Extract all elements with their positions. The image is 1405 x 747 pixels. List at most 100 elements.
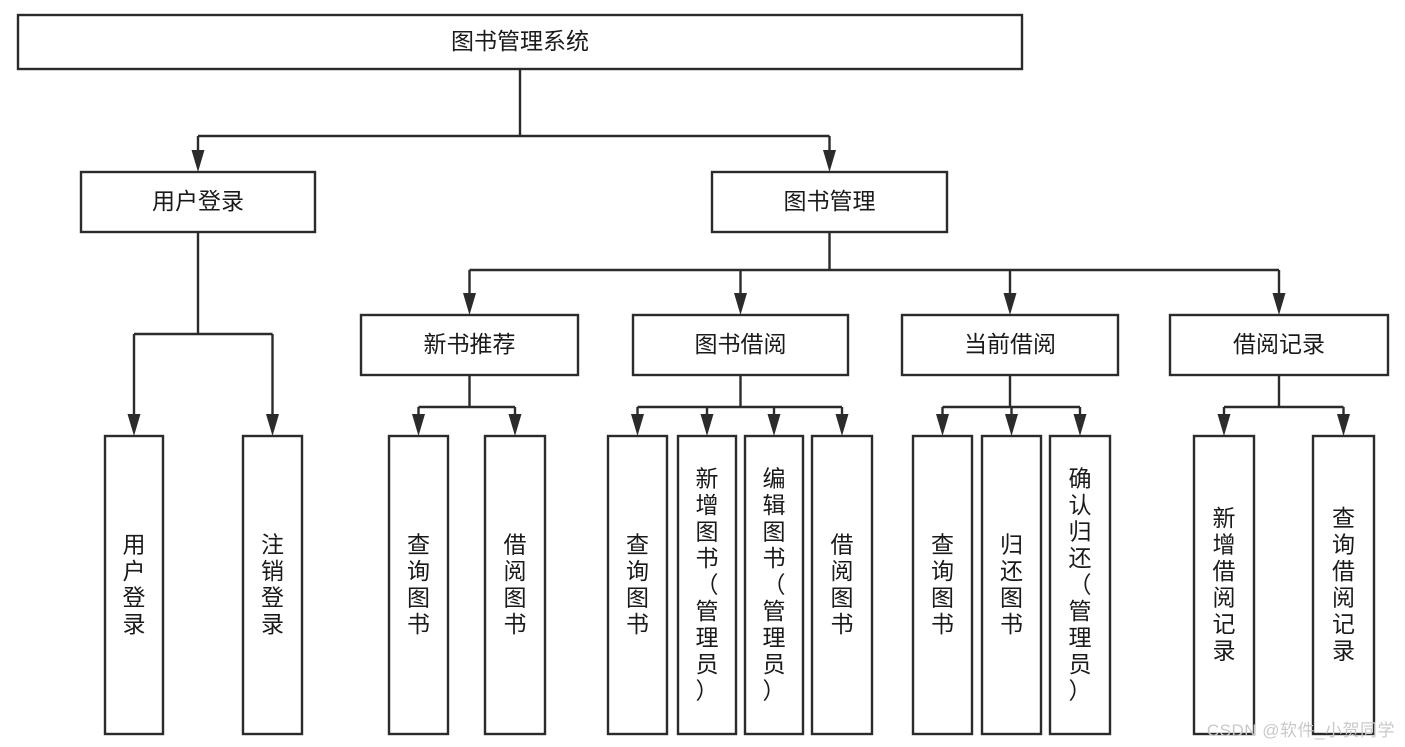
node-box-leaf-query-book-recommend[interactable]: [387, 434, 450, 736]
node-leaf-add-borrow-record[interactable]: 新增借阅记录: [1192, 434, 1256, 736]
node-box-leaf-borrow-book-recommend[interactable]: [483, 434, 547, 736]
arrow-head-icon: [1073, 414, 1087, 436]
node-leaf-edit-book-admin[interactable]: 编辑图书（管理员）: [743, 434, 805, 736]
node-label-root: 图书管理系统: [451, 28, 589, 54]
node-label-leaf-borrow-book-recommend: 借阅图书: [504, 532, 527, 638]
node-current-borrow[interactable]: 当前借阅: [900, 313, 1120, 377]
node-box-current-borrow[interactable]: [900, 313, 1120, 377]
label-char: 增: [696, 492, 719, 518]
arrow-head-icon: [700, 414, 714, 436]
label-char: 管: [1069, 598, 1092, 624]
node-label-leaf-confirm-return-admin: 确认归还（管理员）: [1069, 465, 1092, 703]
node-box-leaf-edit-book-admin[interactable]: [743, 434, 805, 736]
label-char: 询: [626, 558, 649, 584]
node-box-leaf-borrow-book[interactable]: [810, 434, 874, 736]
label-char: 书: [763, 545, 786, 571]
label-char: 员: [1069, 651, 1092, 677]
node-leaf-query-borrow-record[interactable]: 查询借阅记录: [1311, 434, 1376, 736]
connector-group-user-login: [127, 232, 279, 436]
node-box-book-borrow[interactable]: [631, 313, 850, 377]
node-root[interactable]: 图书管理系统: [16, 13, 1024, 71]
node-leaf-add-book-admin[interactable]: 新增图书（管理员）: [676, 434, 738, 736]
node-box-borrow-record[interactable]: [1168, 313, 1390, 377]
node-box-leaf-query-book-current[interactable]: [911, 434, 974, 736]
label-char: 阅: [831, 558, 854, 584]
node-label-leaf-user-login: 用户登录: [123, 532, 146, 638]
label-char: 辑: [763, 492, 786, 518]
label-char: 归: [1069, 518, 1092, 544]
label-char: 用: [123, 532, 146, 558]
node-borrow-record[interactable]: 借阅记录: [1168, 313, 1390, 377]
connector-group-book-manage: [463, 232, 1286, 315]
label-char: 理: [1069, 624, 1092, 650]
label-char: 销: [261, 558, 284, 584]
node-box-user-login[interactable]: [79, 170, 317, 234]
label-char: 图: [626, 585, 649, 611]
node-label-leaf-query-book-current: 查询图书: [931, 532, 954, 638]
label-char: 登: [123, 585, 146, 611]
label-char: 借: [1213, 558, 1236, 584]
node-box-book-manage[interactable]: [710, 170, 949, 234]
arrow-head-icon: [734, 293, 747, 315]
node-user-login[interactable]: 用户登录: [79, 170, 317, 234]
arrow-head-icon: [412, 414, 425, 436]
node-box-leaf-user-login[interactable]: [103, 434, 165, 736]
label-char: 新: [696, 465, 719, 491]
node-box-leaf-add-borrow-record[interactable]: [1192, 434, 1256, 736]
arrow-head-icon: [767, 414, 781, 436]
label-char: 员: [763, 651, 786, 677]
label-char: 理: [763, 624, 786, 650]
node-box-leaf-query-book-borrow[interactable]: [606, 434, 669, 736]
arrow-head-icon: [1272, 293, 1286, 315]
node-label-leaf-return-book: 归还图书: [1000, 532, 1023, 638]
node-box-leaf-confirm-return-admin[interactable]: [1048, 434, 1112, 736]
arrow-head-icon: [631, 414, 644, 436]
node-new-book-recommend[interactable]: 新书推荐: [359, 313, 580, 377]
node-box-leaf-return-book[interactable]: [980, 434, 1043, 736]
label-char: ）: [696, 677, 719, 703]
label-char: 书: [626, 611, 649, 637]
connector-group-book-borrow: [631, 375, 849, 436]
label-char: 书: [407, 611, 430, 637]
label-char: 编: [763, 465, 786, 491]
node-box-leaf-add-book-admin[interactable]: [676, 434, 738, 736]
node-label-leaf-edit-book-admin: 编辑图书（管理员）: [763, 465, 786, 703]
node-leaf-borrow-book-recommend[interactable]: 借阅图书: [483, 434, 547, 736]
node-leaf-query-book-borrow[interactable]: 查询图书: [606, 434, 669, 736]
node-leaf-confirm-return-admin[interactable]: 确认归还（管理员）: [1048, 434, 1112, 736]
node-book-borrow[interactable]: 图书借阅: [631, 313, 850, 377]
connector-group-new-book-recommend: [412, 375, 522, 436]
label-char: 图: [1000, 585, 1023, 611]
label-char: 书: [1000, 611, 1023, 637]
node-layer: 图书管理系统用户登录图书管理新书推荐图书借阅当前借阅借阅记录用户登录注销登录查询…: [16, 13, 1390, 736]
label-char: ）: [763, 677, 786, 703]
node-box-root[interactable]: [16, 13, 1024, 71]
node-box-leaf-query-borrow-record[interactable]: [1311, 434, 1376, 736]
arrow-head-icon: [823, 150, 836, 172]
label-char: 书: [696, 545, 719, 571]
arrow-head-icon: [835, 414, 849, 436]
node-leaf-logout-login[interactable]: 注销登录: [241, 434, 304, 736]
node-label-new-book-recommend: 新书推荐: [424, 331, 516, 357]
label-char: 还: [1069, 545, 1092, 571]
node-leaf-query-book-current[interactable]: 查询图书: [911, 434, 974, 736]
arrow-head-icon: [1217, 414, 1231, 436]
node-leaf-user-login[interactable]: 用户登录: [103, 434, 165, 736]
node-leaf-borrow-book[interactable]: 借阅图书: [810, 434, 874, 736]
label-char: （: [1069, 571, 1092, 597]
label-char: 书: [831, 611, 854, 637]
node-box-leaf-logout-login[interactable]: [241, 434, 304, 736]
node-label-leaf-borrow-book: 借阅图书: [831, 532, 854, 638]
node-leaf-return-book[interactable]: 归还图书: [980, 434, 1043, 736]
node-box-new-book-recommend[interactable]: [359, 313, 580, 377]
label-char: 图: [407, 585, 430, 611]
node-leaf-query-book-recommend[interactable]: 查询图书: [387, 434, 450, 736]
label-char: 图: [504, 585, 527, 611]
label-char: 录: [1332, 638, 1355, 664]
arrow-head-icon: [191, 150, 205, 172]
label-char: 理: [696, 624, 719, 650]
node-label-leaf-logout-login: 注销登录: [261, 532, 284, 638]
label-char: 户: [123, 558, 146, 584]
node-book-manage[interactable]: 图书管理: [710, 170, 949, 234]
